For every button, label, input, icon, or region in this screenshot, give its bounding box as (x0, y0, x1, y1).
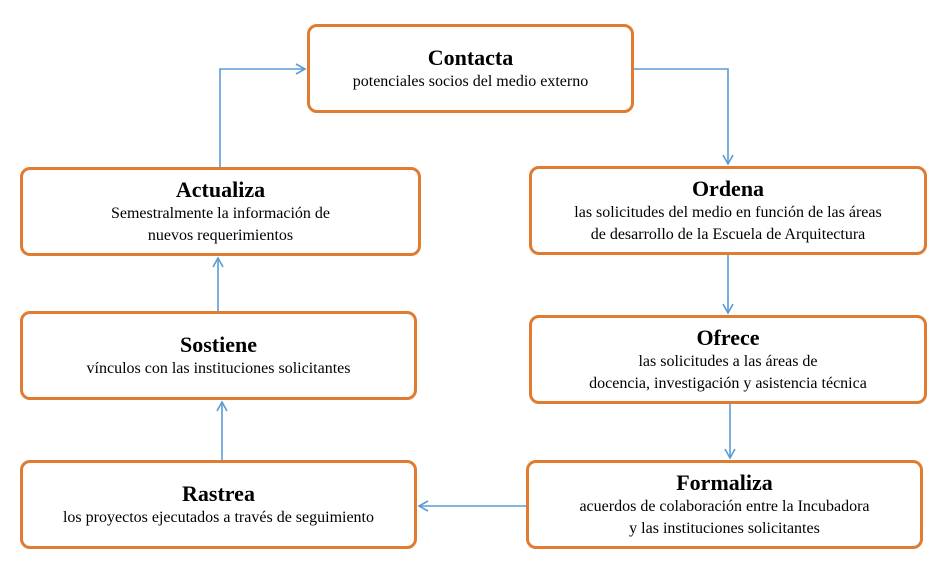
node-title: Formaliza (676, 469, 773, 495)
node-description-line: nuevos requerimientos (147, 226, 294, 244)
node-contacta: Contacta potenciales socios del medio ex… (307, 24, 634, 113)
node-title: Ordena (691, 175, 765, 201)
node-description-line: las solicitudes a las áreas de (638, 352, 818, 370)
node-description-line: docencia, investigación y asistencia téc… (589, 374, 867, 392)
node-description-line: los proyectos ejecutados a través de seg… (62, 508, 374, 526)
node-sostiene: Sostiene vínculos con las instituciones … (20, 311, 417, 400)
node-title: Actualiza (175, 176, 266, 202)
node-description-line: potenciales socios del medio externo (352, 72, 589, 90)
node-rastrea: Rastrea los proyectos ejecutados a travé… (20, 460, 417, 549)
node-title: Ofrece (696, 324, 760, 350)
edge-contacta-ordena (634, 68, 734, 166)
node-ofrece: Ofrece las solicitudes a las áreas de do… (529, 315, 927, 404)
node-ordena: Ordena las solicitudes del medio en func… (529, 166, 927, 255)
node-actualiza: Actualiza Semestralmente la información … (20, 167, 421, 256)
node-description-line: y las instituciones solicitantes (629, 519, 820, 537)
edge-actualiza-contacta (219, 63, 307, 167)
node-description-line: acuerdos de colaboración entre la Incuba… (579, 497, 870, 515)
node-title: Sostiene (180, 331, 257, 357)
node-title: Contacta (427, 44, 514, 70)
node-description-line: las solicitudes del medio en función de … (574, 203, 882, 221)
node-description-line: Semestralmente la información de (110, 204, 331, 222)
node-description-line: vínculos con las instituciones solicitan… (86, 359, 351, 377)
node-description-line: de desarrollo de la Escuela de Arquitect… (590, 225, 866, 243)
node-formaliza: Formaliza acuerdos de colaboración entre… (526, 460, 923, 549)
node-title: Rastrea (182, 480, 255, 506)
